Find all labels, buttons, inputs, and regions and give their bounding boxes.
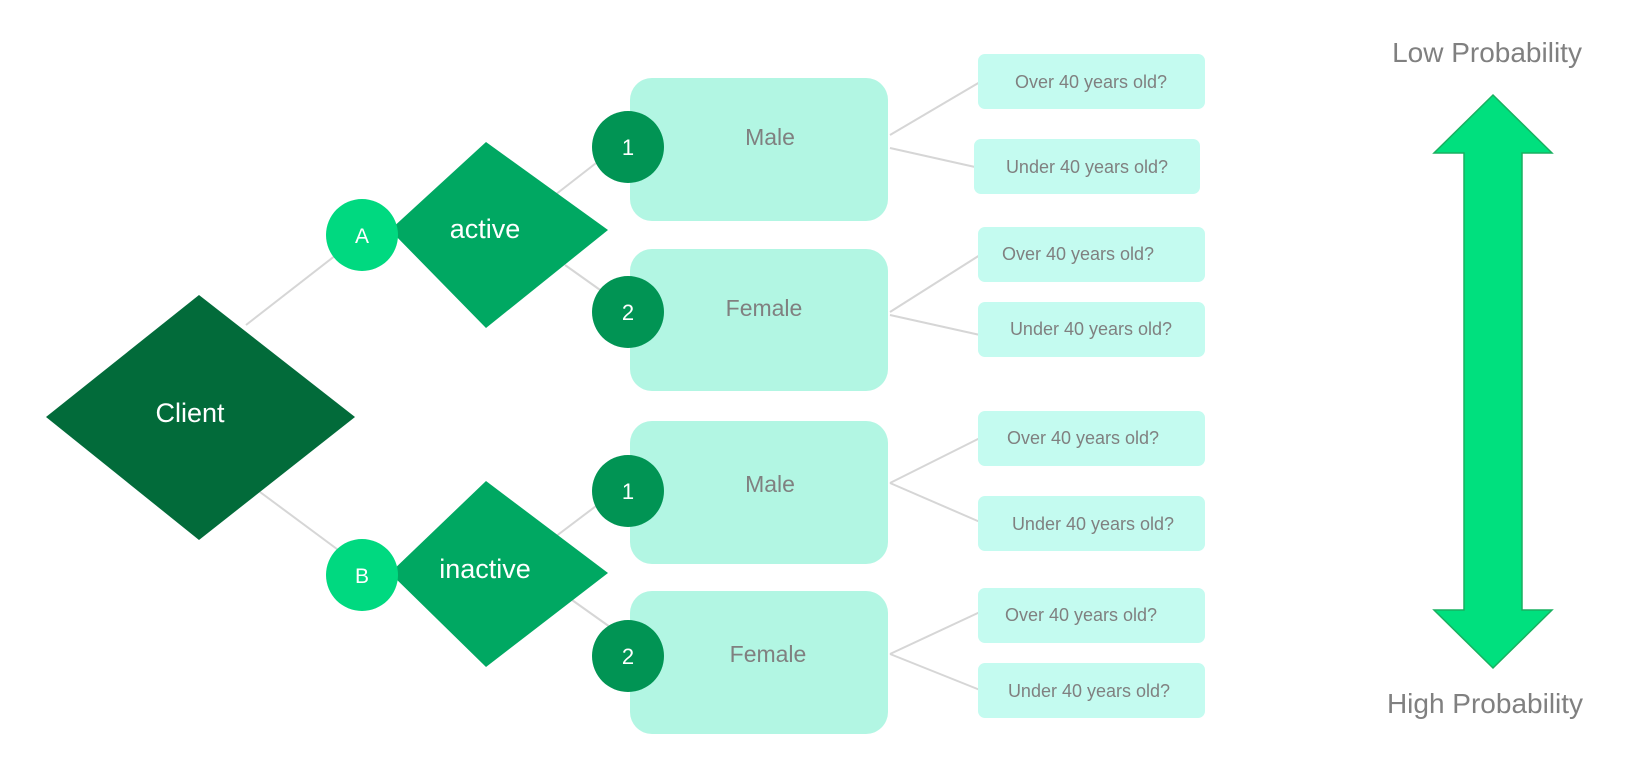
- client-diamond: [46, 295, 355, 540]
- inactive-diamond: [390, 481, 608, 667]
- branch-inactive: inactive B: [326, 481, 608, 667]
- age-label: Over 40 years old?: [1005, 605, 1157, 625]
- number-circle: [592, 455, 664, 527]
- marker-b-label: B: [355, 565, 369, 588]
- age-label: Under 40 years old?: [1008, 681, 1170, 701]
- marker-b-circle: [326, 539, 398, 611]
- gender-active-male: Male 1: [592, 78, 888, 221]
- high-probability-label: High Probability: [1387, 688, 1583, 719]
- age-box: [978, 54, 1205, 109]
- branch-active: active A: [326, 142, 608, 328]
- marker-a-circle: [326, 199, 398, 271]
- gender-inactive-male: Male 1: [592, 421, 888, 564]
- age-label: Over 40 years old?: [1007, 428, 1159, 448]
- gender-active-female: Female 2: [592, 249, 888, 391]
- active-label: active: [450, 214, 521, 244]
- age-box: [978, 302, 1205, 357]
- gender-label: Female: [730, 641, 807, 667]
- age-box: [978, 411, 1205, 466]
- gender-box: [630, 78, 888, 221]
- probability-scale: Low Probability High Probability: [1387, 37, 1583, 719]
- age-label: Over 40 years old?: [1015, 72, 1167, 92]
- client-node: Client: [46, 295, 355, 540]
- age-box: [978, 496, 1205, 551]
- age-box: [978, 663, 1205, 718]
- age-label: Under 40 years old?: [1006, 157, 1168, 177]
- number-label: 1: [622, 479, 634, 504]
- number-circle: [592, 276, 664, 348]
- number-label: 1: [622, 135, 634, 160]
- number-label: 2: [622, 644, 634, 669]
- gender-label: Female: [726, 295, 803, 321]
- gender-box: [630, 591, 888, 734]
- gender-box: [630, 249, 888, 391]
- age-label: Under 40 years old?: [1012, 514, 1174, 534]
- age-label: Over 40 years old?: [1002, 244, 1154, 264]
- marker-a-label: A: [355, 225, 369, 248]
- age-box: [978, 588, 1205, 643]
- gender-box: [630, 421, 888, 564]
- age-box: [974, 139, 1200, 194]
- age-box: [978, 227, 1205, 282]
- age-boxes: Over 40 years old? Under 40 years old? O…: [974, 54, 1205, 718]
- number-label: 2: [622, 300, 634, 325]
- gender-label: Male: [745, 471, 795, 497]
- low-probability-label: Low Probability: [1392, 37, 1582, 68]
- number-circle: [592, 620, 664, 692]
- double-arrow-icon: [1432, 93, 1554, 670]
- client-label: Client: [155, 398, 225, 428]
- gender-label: Male: [745, 124, 795, 150]
- age-label: Under 40 years old?: [1010, 319, 1172, 339]
- active-diamond: [390, 142, 608, 328]
- inactive-label: inactive: [439, 554, 531, 584]
- number-circle: [592, 111, 664, 183]
- gender-inactive-female: Female 2: [592, 591, 888, 734]
